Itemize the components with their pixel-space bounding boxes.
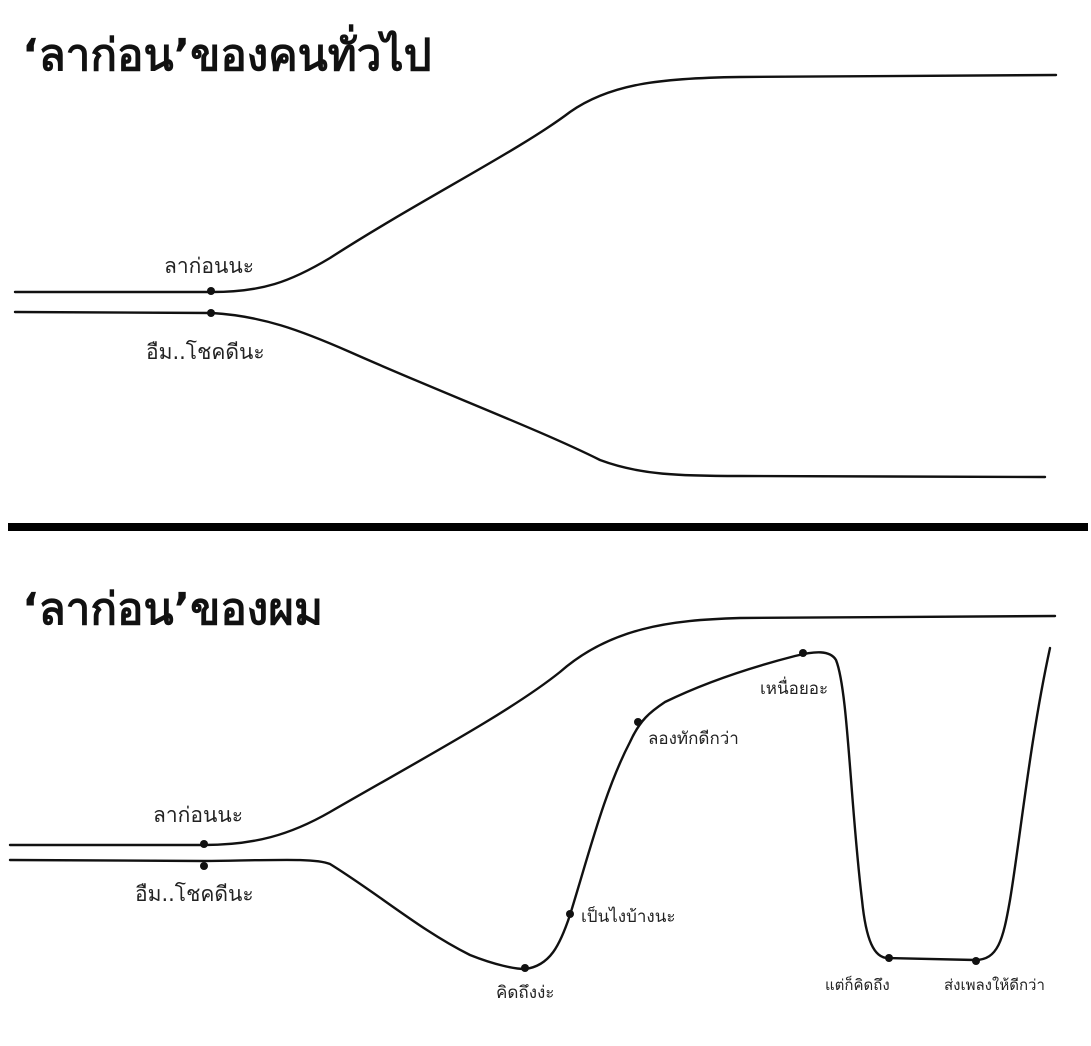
point-label-6: ส่งเพลงให้ดีกว่า [944, 976, 1045, 994]
point-dot-4 [799, 649, 807, 657]
top-panel-title: ‘ลาก่อน’ของคนทั่วไป [22, 30, 432, 81]
point-label-1: คิดถึงง่ะ [496, 983, 554, 1003]
point-dot-2 [566, 910, 574, 918]
bottom-lower-curve [8, 646, 1052, 971]
top-lower-curve [13, 310, 1047, 479]
bottom-lower-dot [200, 862, 208, 870]
bottom-panel-title: ‘ลาก่อน’ของผม [22, 584, 324, 635]
point-dot-3 [634, 718, 642, 726]
top-upper-dot [207, 287, 215, 295]
top-lower-dot [207, 309, 215, 317]
point-dot-6 [972, 957, 980, 965]
top-upper-curve [13, 73, 1058, 294]
point-dot-5 [885, 954, 893, 962]
bottom-upper-curve [8, 614, 1057, 847]
point-label-3: ลองทักดีกว่า [648, 729, 739, 749]
top-lower-label: อืม..โชคดีนะ [146, 340, 265, 364]
top-upper-label: ลาก่อนนะ [164, 254, 254, 278]
bottom-upper-dot [200, 840, 208, 848]
point-label-5: แต่ก็คิดถึง [825, 975, 890, 994]
point-dot-1 [521, 964, 529, 972]
panel-divider [8, 523, 1088, 531]
point-label-2: เป็นไงบ้างนะ [581, 905, 675, 927]
point-label-4: เหนื่อยอะ [760, 676, 828, 699]
bottom-lower-label: อืม..โชคดีนะ [135, 882, 254, 906]
bottom-upper-label: ลาก่อนนะ [153, 803, 243, 827]
